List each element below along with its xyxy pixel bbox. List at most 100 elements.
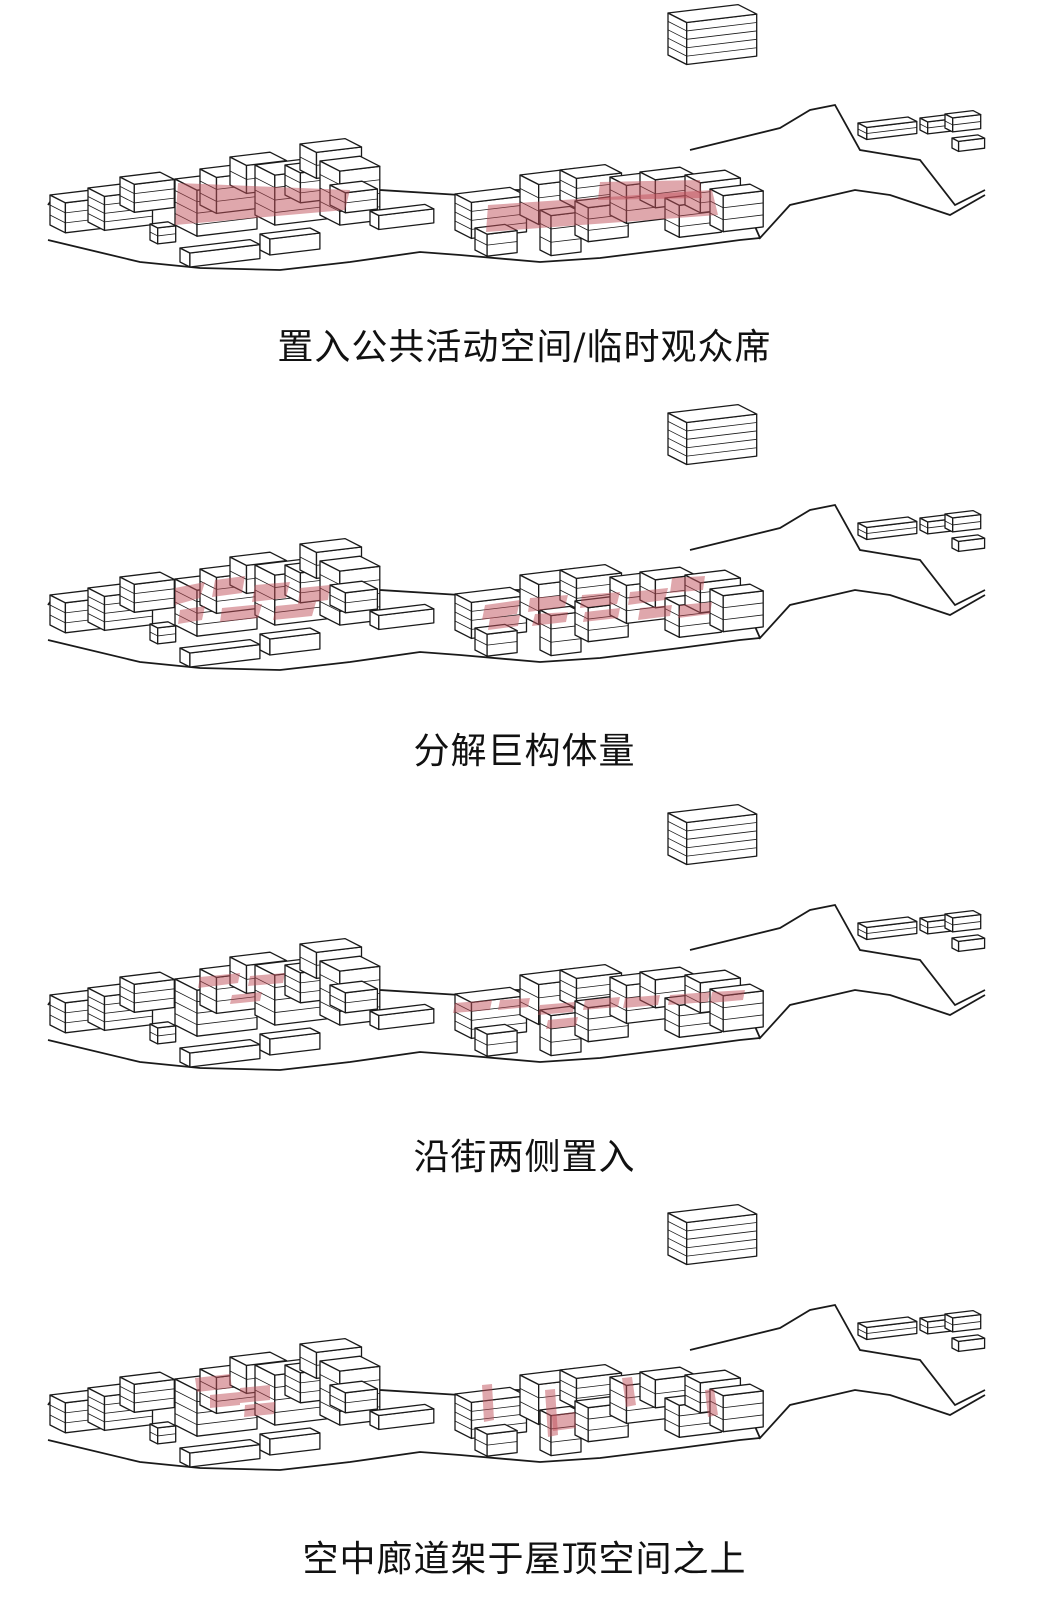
building-block (119, 971, 175, 1013)
background-building (944, 1309, 982, 1333)
highlight-zone (175, 582, 205, 605)
highlight-zone (482, 600, 520, 620)
building-block (259, 1427, 321, 1456)
building-block (709, 1383, 764, 1433)
highlight-zone (230, 992, 262, 1004)
axonometric-drawing-3 (47, 803, 986, 1071)
highlight-zone (244, 1402, 275, 1417)
panel-caption-2: 分解巨构体量 (413, 731, 636, 772)
highlight-zone (175, 183, 350, 225)
highlight-zone (668, 992, 710, 1005)
scene-group (47, 3, 986, 271)
building-block (709, 183, 764, 233)
building-block (474, 223, 518, 257)
building-block (119, 1371, 175, 1413)
background-building (857, 516, 918, 541)
building-block (474, 1023, 518, 1057)
highlight-zone (240, 1385, 270, 1403)
building-block (369, 603, 435, 631)
highlight-zone (622, 1377, 636, 1407)
highlight-zone (486, 190, 718, 232)
background-building (951, 1334, 986, 1353)
building-block (119, 171, 175, 213)
highlight-zone (528, 595, 568, 612)
highlight-zone (195, 1374, 232, 1392)
building-block (119, 571, 175, 613)
highlight-zone (670, 576, 705, 593)
background-building (944, 509, 982, 533)
highlight-zone (482, 1384, 494, 1422)
background-building (951, 134, 986, 153)
highlight-zone (298, 585, 330, 604)
background-building (951, 534, 986, 553)
background-building (944, 109, 982, 133)
building-block (149, 621, 177, 645)
building-block (259, 1027, 321, 1056)
panel-caption-3: 沿街两侧置入 (413, 1137, 636, 1178)
highlight-zone (580, 592, 620, 608)
site-outline-north (689, 903, 986, 1007)
highlight-zone (532, 612, 568, 626)
building-block (369, 1003, 435, 1031)
background-building (944, 909, 982, 933)
highlight-zone (198, 973, 240, 988)
building-block (329, 580, 379, 614)
highlight-zone (552, 1412, 576, 1431)
building-block (259, 227, 321, 256)
building-block (667, 403, 758, 466)
highlight-zone (583, 608, 620, 622)
building-block (474, 1423, 518, 1457)
highlight-zone (705, 1389, 718, 1417)
building-block (149, 221, 177, 245)
building-block (329, 1380, 379, 1414)
highlight-zone (453, 1000, 492, 1013)
building-block (667, 3, 758, 66)
highlight-zone (498, 998, 530, 1010)
scene-group (47, 403, 986, 671)
highlight-zone (678, 602, 712, 618)
scene-group (47, 1203, 986, 1471)
axonometric-drawing-2 (47, 403, 986, 671)
diagram-panel-2: 分解巨构体量 (0, 400, 1049, 800)
highlight-zone (212, 576, 245, 597)
building-block (179, 638, 261, 668)
highlight-zone (252, 582, 290, 602)
background-building (857, 916, 918, 941)
building-block (369, 203, 435, 231)
highlight-zone (538, 1002, 575, 1015)
building-block (259, 627, 321, 656)
building-block (667, 1203, 758, 1266)
diagram-panel-3: 沿街两侧置入 (0, 800, 1049, 1200)
highlight-zone (638, 605, 672, 620)
building-block (667, 803, 758, 866)
building-block (474, 623, 518, 657)
axonometric-drawing-4 (47, 1203, 986, 1471)
highlight-zone (628, 588, 668, 605)
building-block (179, 1038, 261, 1068)
highlight-zone (488, 615, 520, 630)
site-outline-north (689, 503, 986, 607)
diagram-panel-4: 空中廊道架于屋顶空间之上 (0, 1200, 1049, 1600)
diagram-panel-1: 置入公共活动空间/临时观众席 (0, 0, 1049, 400)
panel-caption-4: 空中廊道架于屋顶空间之上 (302, 1539, 747, 1580)
building-block (149, 1021, 177, 1045)
highlight-zone (210, 1392, 240, 1408)
highlight-zone (710, 990, 745, 1003)
site-outline-north (689, 103, 986, 207)
site-outline-north (689, 1303, 986, 1407)
building-block (179, 238, 261, 268)
background-building (857, 116, 918, 141)
highlight-zone (220, 604, 262, 622)
building-block (709, 583, 764, 633)
building-block (369, 1403, 435, 1431)
highlight-zone (598, 180, 702, 200)
background-building (857, 1316, 918, 1341)
highlight-zone (546, 1017, 578, 1029)
building-block (149, 1421, 177, 1445)
building-block (179, 1438, 261, 1468)
scene-group (47, 803, 986, 1071)
axonometric-drawing-1 (47, 3, 986, 271)
panel-caption-1: 置入公共活动空间/临时观众席 (277, 327, 772, 368)
building-block (329, 980, 379, 1014)
background-building (951, 934, 986, 953)
